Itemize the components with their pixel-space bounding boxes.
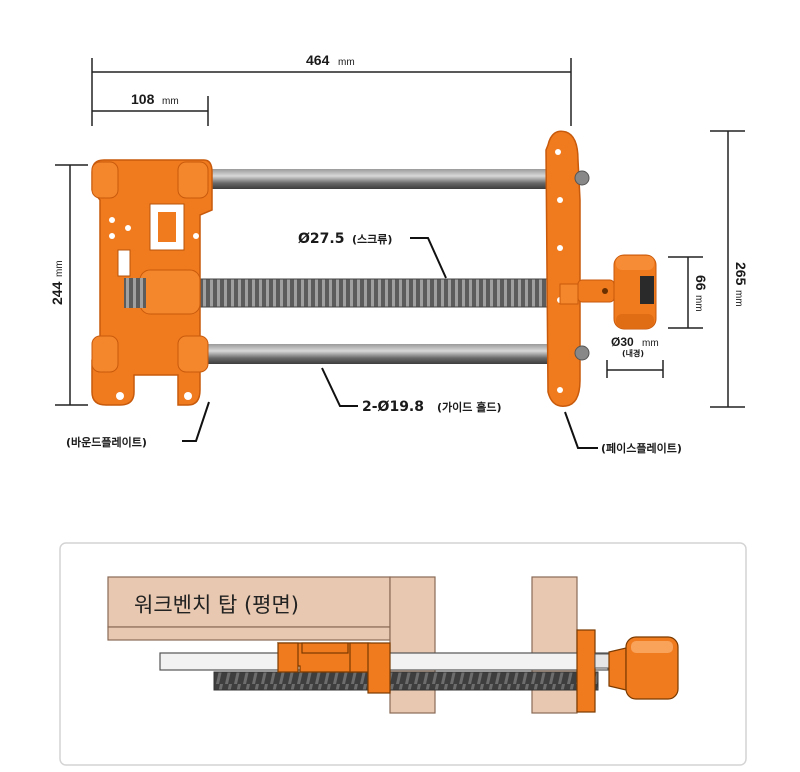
- dimension-464: 464 mm: [91, 52, 572, 126]
- dim-30-value: Ø30: [611, 335, 634, 349]
- dim-30-note: (내경): [622, 348, 644, 358]
- dim-464-value: 464: [306, 52, 330, 68]
- section-screw: [213, 671, 599, 691]
- main-screw: [189, 278, 571, 308]
- callout-face-plate-text: (페이스플레이트): [601, 441, 682, 455]
- dim-66-unit: mm: [693, 295, 704, 312]
- dim-244-value: 244: [49, 281, 65, 305]
- wood-jaw-pad: [531, 576, 578, 714]
- guide-rod-top: [118, 169, 560, 189]
- install-panel: 워크벤치 탑 (평면): [59, 542, 747, 766]
- callout-guide-rods: 2-Ø19.8 (가이드 홀드): [321, 367, 501, 415]
- dimension-265: 265 mm: [710, 130, 749, 408]
- guide-rod-bottom: [118, 344, 560, 364]
- callout-screw-text: (스크류): [352, 233, 392, 246]
- handle-hub: [577, 254, 657, 330]
- dim-464-unit: mm: [338, 57, 355, 68]
- callout-face-plate: (페이스플레이트): [564, 411, 682, 455]
- dim-66-value: 66: [693, 275, 709, 291]
- section-handle-collar: [594, 653, 610, 669]
- dim-265-unit: mm: [733, 290, 744, 307]
- callout-bound-plate: (바운드플레이트): [66, 401, 210, 449]
- dim-108-unit: mm: [162, 96, 179, 107]
- workbench-label: 워크벤치 탑 (평면): [134, 593, 299, 617]
- dimension-30: Ø30 mm (내경): [606, 335, 664, 378]
- section-face-plate: [576, 629, 596, 713]
- callout-guide-text: (가이드 홀드): [437, 400, 501, 414]
- callout-screw-value: Ø27.5: [298, 231, 344, 247]
- dim-30-unit: mm: [642, 338, 659, 349]
- dim-265-value: 265: [733, 262, 749, 286]
- dim-244-unit: mm: [54, 260, 65, 277]
- dimension-108: 108 mm: [92, 91, 209, 126]
- dim-108-value: 108: [131, 91, 155, 107]
- face-plate: [545, 130, 590, 407]
- callout-bound-plate-text: (바운드플레이트): [66, 435, 147, 449]
- dimension-66: 66 mm: [668, 256, 709, 329]
- dimension-244: 244 mm: [49, 164, 88, 406]
- callout-guide-value: 2-Ø19.8: [362, 399, 424, 415]
- bound-plate: [91, 159, 213, 406]
- bench-edge: [389, 576, 436, 714]
- callout-screw: Ø27.5 (스크류): [298, 231, 447, 279]
